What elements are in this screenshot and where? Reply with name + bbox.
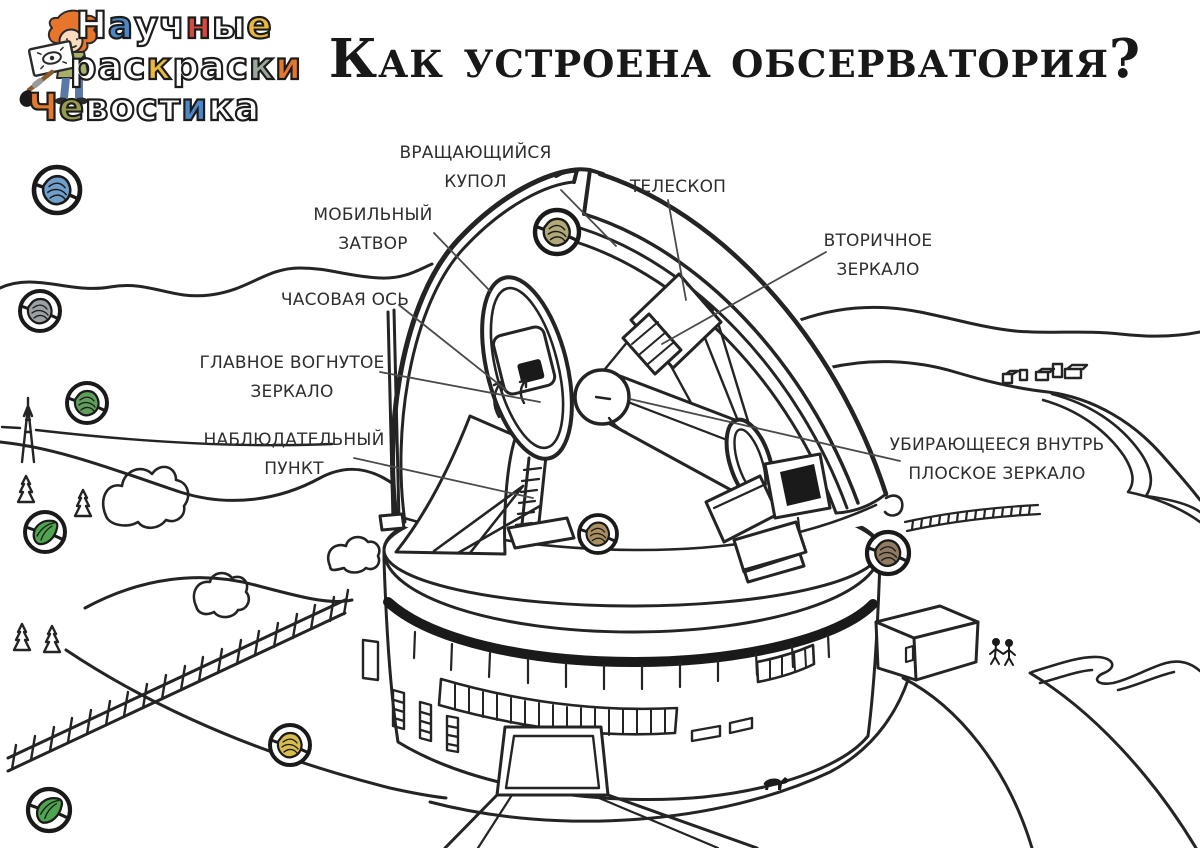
road-bottom-right-outer bbox=[1028, 671, 1198, 848]
dog bbox=[763, 777, 789, 790]
magnifier-badge bbox=[867, 532, 909, 574]
flat-mirror-unit bbox=[763, 452, 832, 536]
pier bbox=[394, 414, 518, 556]
upper-road bbox=[1041, 392, 1200, 524]
label-hour-axis: ЧАСОВАЯ ОСЬ bbox=[280, 290, 410, 310]
label-observation-point: НАБЛЮДАТЕЛЬНЫЙ ПУНКТ bbox=[203, 430, 385, 480]
magnifier-badges bbox=[18, 167, 909, 831]
small-windows bbox=[361, 638, 754, 754]
telescope-assembly bbox=[394, 272, 832, 584]
leader-flat-mirror bbox=[629, 398, 901, 462]
label-telescope: ТЕЛЕСКОП bbox=[629, 177, 727, 197]
right-horizon bbox=[798, 305, 1200, 338]
paintbrush-bristles bbox=[19, 90, 35, 107]
leader-hour-axis bbox=[398, 304, 507, 391]
observation-ladder bbox=[506, 454, 576, 550]
terrace-railing bbox=[903, 503, 1042, 533]
leader-secondary-mirror bbox=[661, 251, 827, 345]
dome-left-inner bbox=[399, 180, 576, 524]
magnifier-badge bbox=[28, 789, 70, 831]
road-bottom-right-inner bbox=[901, 676, 1034, 848]
label-flat-mirror: УБИРАЮЩЕЕСЯ ВНУТРЬ ПЛОСКОЕ ЗЕРКАЛО bbox=[889, 435, 1105, 485]
logo-line: раскраски bbox=[69, 45, 302, 88]
truss-struts bbox=[594, 276, 757, 480]
magnifier-badge bbox=[577, 513, 619, 555]
secondary-mirror-box bbox=[621, 312, 683, 376]
leader-telescope bbox=[667, 199, 687, 301]
black-band bbox=[383, 597, 878, 667]
left-hill bbox=[0, 440, 398, 502]
fence bbox=[6, 588, 350, 773]
dome-base-hook bbox=[883, 494, 904, 517]
ridge-buildings bbox=[1001, 362, 1089, 385]
dome-apex bbox=[554, 167, 605, 216]
label-secondary-mirror: ВТОРИЧНОЕ ЗЕРКАЛО bbox=[823, 231, 933, 281]
left-horizon bbox=[0, 262, 434, 298]
power-tower-icon bbox=[0, 396, 334, 464]
logo-line: Чевостика bbox=[27, 86, 261, 129]
paper-with-eye bbox=[27, 40, 77, 77]
leader-observation-point bbox=[353, 457, 534, 499]
leader-lines bbox=[353, 189, 901, 499]
annex-building bbox=[874, 604, 980, 682]
platform-band bbox=[382, 550, 882, 634]
left-ridge bbox=[83, 576, 354, 610]
rocks bbox=[101, 465, 381, 619]
road-ribbon-right bbox=[1030, 655, 1200, 692]
leader-mobile-shutter bbox=[433, 232, 491, 292]
label-main-mirror: ГЛАВНОЕ ВОГНУТОЕ ЗЕРКАЛО bbox=[199, 353, 385, 403]
shutter-rail bbox=[378, 308, 406, 532]
magnifier-badge bbox=[23, 510, 67, 554]
mascot-pants bbox=[60, 78, 83, 98]
window-strip-right bbox=[755, 643, 816, 684]
magnifier-badge bbox=[535, 210, 579, 254]
road-front bbox=[428, 678, 910, 823]
chevostik-mascot-icon bbox=[19, 9, 99, 107]
page-title: Как устроена обсерватория? bbox=[328, 28, 1142, 90]
logo-line: Научные bbox=[75, 4, 273, 47]
leader-main-mirror bbox=[379, 371, 541, 403]
dome-left-arc bbox=[390, 167, 580, 527]
right-ridge bbox=[826, 360, 1200, 502]
label-rotating-dome: ВРАЩАЮЩИЙСЯ КУПОЛ bbox=[399, 143, 552, 193]
label-mobile-shutter: МОБИЛЬНЫЙ ЗАТВОР bbox=[313, 205, 433, 255]
magnifier-badge bbox=[18, 289, 62, 333]
magnifier-badge bbox=[65, 381, 109, 425]
entrance-ramp bbox=[443, 793, 759, 848]
entrance-door bbox=[495, 725, 610, 797]
magnifier-badge bbox=[34, 167, 80, 213]
dome-slit-bands bbox=[574, 171, 889, 515]
mount-base bbox=[732, 520, 808, 584]
leader-rotating-dome bbox=[560, 189, 617, 247]
magnifier-badge bbox=[268, 723, 312, 767]
pine-trees bbox=[12, 474, 93, 654]
people bbox=[989, 638, 1016, 666]
